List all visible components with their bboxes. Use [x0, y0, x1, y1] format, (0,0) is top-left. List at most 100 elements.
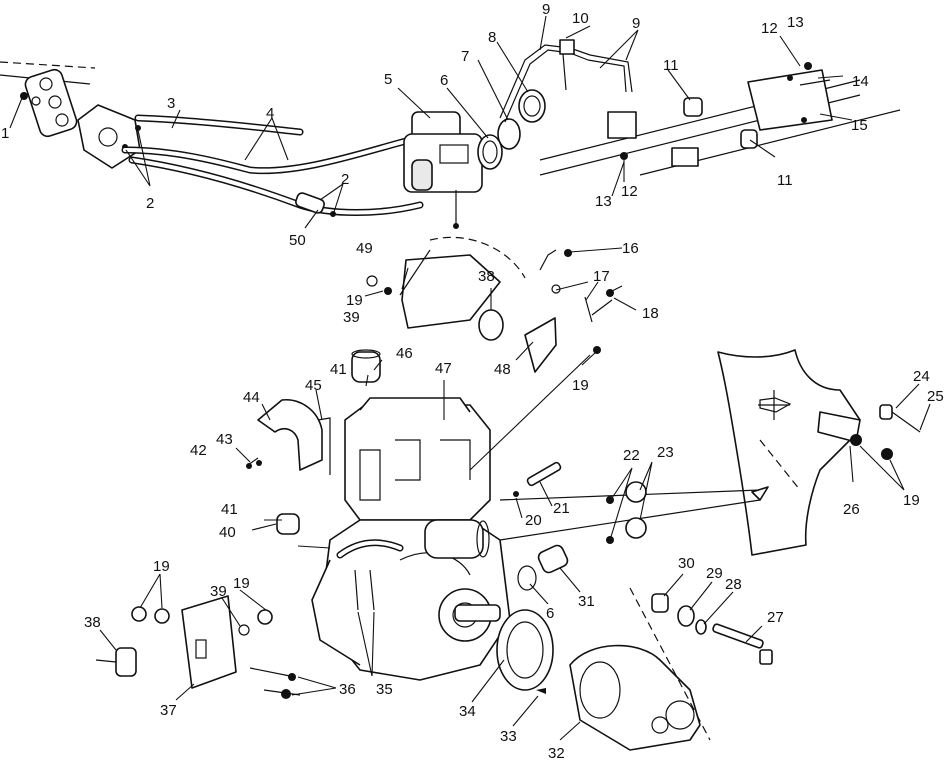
callout-29: 29 — [706, 565, 723, 582]
callout-5: 5 — [384, 71, 392, 88]
clamp-ring-front — [477, 134, 503, 170]
callout-6a: 6 — [440, 72, 448, 89]
frame-plate — [717, 349, 861, 556]
callout-41a: 41 — [221, 501, 238, 518]
callout-25: 25 — [927, 388, 944, 405]
callout-33: 33 — [500, 728, 517, 745]
callout-11a: 11 — [663, 57, 679, 74]
starter-motor — [424, 519, 490, 559]
callout-44: 44 — [243, 389, 260, 406]
carb-adapter — [497, 118, 521, 150]
fitting-40 — [276, 513, 300, 535]
vent-lines — [499, 39, 633, 123]
callout-3: 3 — [167, 95, 175, 112]
callout-37: 37 — [160, 702, 177, 719]
intake-elbow-44 — [246, 399, 331, 475]
callout-48: 48 — [494, 361, 511, 378]
mount-bracket-26 — [817, 404, 921, 460]
callout-19c: 19 — [903, 492, 920, 509]
coupler-31 — [537, 544, 569, 574]
callout-22: 22 — [623, 447, 640, 464]
rubber-mount-38-lower — [95, 647, 137, 677]
callout-1: 1 — [1, 125, 9, 142]
callout-19e: 19 — [233, 575, 250, 592]
mount-plate-37 — [181, 595, 237, 689]
studs-35 — [354, 569, 375, 611]
fuel-filter — [295, 192, 336, 217]
callout-26: 26 — [843, 501, 860, 518]
engine-mount-rubbers — [607, 62, 831, 167]
callout-49: 49 — [356, 240, 373, 257]
callout-43: 43 — [216, 431, 233, 448]
clutch-drive-32 — [569, 644, 701, 751]
exhaust-manifold-bracket — [366, 236, 526, 329]
callout-4: 4 — [266, 105, 274, 122]
callout-35: 35 — [376, 681, 393, 698]
callout-14: 14 — [852, 73, 869, 90]
center-bracket-48 — [524, 249, 614, 373]
clamp-6-lower — [517, 565, 537, 591]
washer-29 — [677, 605, 695, 627]
callout-23: 23 — [657, 444, 674, 461]
callout-17: 17 — [593, 268, 610, 285]
callout-38a: 38 — [478, 268, 495, 285]
callout-11b: 11 — [777, 172, 793, 189]
callout-36: 36 — [339, 681, 356, 698]
callout-18: 18 — [642, 305, 659, 322]
callout-30: 30 — [678, 555, 695, 572]
callout-28: 28 — [725, 576, 742, 593]
callout-39b: 39 — [210, 583, 227, 600]
rubber-mount-center — [478, 309, 504, 341]
callout-12a: 12 — [761, 20, 778, 37]
bolt-18 — [591, 299, 613, 316]
screw-33 — [536, 688, 546, 694]
flywheel-hub — [438, 588, 501, 642]
mount-bracket-top-right — [539, 69, 901, 176]
fitting-41-top — [351, 349, 381, 383]
callout-27: 27 — [767, 609, 784, 626]
callout-20: 20 — [525, 512, 542, 529]
clutch-bolt-27 — [712, 623, 773, 665]
callout-38b: 38 — [84, 614, 101, 631]
callout-12b: 12 — [621, 183, 638, 200]
dash-guide-lines-lower — [629, 587, 711, 741]
callout-21: 21 — [553, 500, 570, 517]
callout-13b: 13 — [595, 193, 612, 210]
leader-lines — [9, 15, 931, 741]
callout-50: 50 — [289, 232, 306, 249]
carburetor — [403, 111, 483, 229]
callout-8: 8 — [488, 29, 496, 46]
fuel-lines — [121, 136, 424, 216]
hose-connector-lower — [336, 539, 404, 559]
clamp-ring-rear — [518, 89, 546, 123]
callout-31: 31 — [578, 593, 595, 610]
nuts-19-lower-left — [131, 606, 273, 636]
callout-19d: 19 — [153, 558, 170, 575]
impulse-line — [134, 114, 304, 136]
pin-21 — [513, 461, 562, 497]
callout-15: 15 — [851, 117, 868, 134]
callout-47: 47 — [435, 360, 452, 377]
callout-19b: 19 — [572, 377, 589, 394]
callout-46: 46 — [396, 345, 413, 362]
callout-2a: 2 — [146, 195, 154, 212]
callout-19a: 19 — [346, 292, 363, 309]
callout-2b: 2 — [341, 171, 349, 188]
bolts-36 — [249, 667, 301, 699]
callout-9b: 9 — [632, 15, 640, 32]
callout-9a: 9 — [542, 1, 550, 18]
callout-10: 10 — [572, 10, 589, 27]
callout-7: 7 — [461, 48, 469, 65]
callout-16: 16 — [622, 240, 639, 257]
callout-34: 34 — [459, 703, 476, 720]
fuel-pump-gasket — [0, 61, 96, 138]
callout-40: 40 — [219, 524, 236, 541]
callout-42: 42 — [190, 442, 207, 459]
seal-34 — [496, 609, 554, 691]
spacer-30 — [651, 593, 669, 613]
callout-39a: 39 — [343, 309, 360, 326]
callout-41b: 41 — [330, 361, 347, 378]
callout-13a: 13 — [787, 14, 804, 31]
